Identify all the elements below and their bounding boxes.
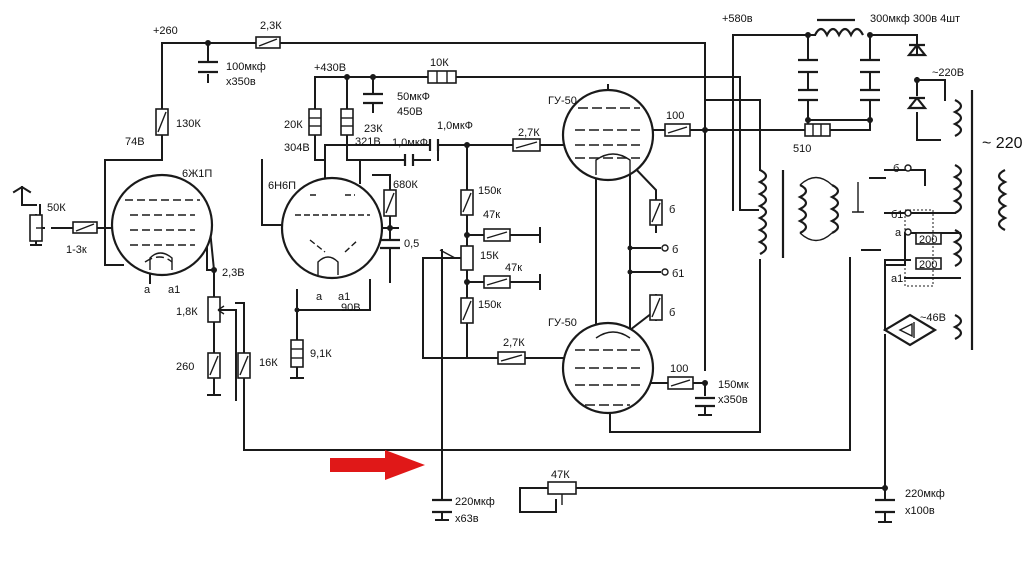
label-r200-a: 200 bbox=[919, 234, 937, 246]
label-r680k: 680К bbox=[393, 179, 418, 191]
label-r16k: 16К bbox=[259, 357, 278, 369]
junction-dots bbox=[205, 32, 920, 491]
label-b1-right: б1 bbox=[891, 209, 903, 221]
label-r27k-top: 2,7К bbox=[518, 127, 540, 139]
label-c300: 300мкф 300в 4шт bbox=[870, 13, 960, 25]
label-a-right: а bbox=[895, 227, 902, 239]
label-r130k: 130К bbox=[176, 118, 201, 130]
label-v304: 304В bbox=[284, 142, 310, 154]
label-a1-right: а1 bbox=[891, 273, 903, 285]
label-r200-b: 200 bbox=[919, 259, 937, 271]
label-r27k-bot: 2,7К bbox=[503, 337, 525, 349]
label-v580: +580в bbox=[722, 13, 753, 25]
label-r47k-a: 47к bbox=[483, 209, 500, 221]
label-c100v: х350в bbox=[226, 76, 256, 88]
label-b-mid: б bbox=[672, 244, 678, 256]
label-a1-1: а1 bbox=[168, 284, 180, 296]
label-r13k: 1-3к bbox=[66, 244, 87, 256]
label-v90: 90В bbox=[341, 302, 361, 314]
label-r18k: 1,8К bbox=[176, 306, 198, 318]
label-b-top: б bbox=[669, 204, 675, 216]
label-v46: ~46В bbox=[920, 312, 946, 324]
capacitors bbox=[198, 58, 895, 514]
label-v430: +430В bbox=[314, 62, 346, 74]
label-gu50-bot: ГУ-50 bbox=[548, 317, 577, 329]
label-b1-mid: б1 bbox=[672, 268, 684, 280]
label-r23k: 23К bbox=[364, 123, 383, 135]
label-r91k: 9,1К bbox=[310, 348, 332, 360]
label-c1a: 1,0мкФ bbox=[392, 137, 428, 149]
label-r47k-b: 47к bbox=[505, 262, 522, 274]
misc-symbols bbox=[217, 209, 934, 413]
label-c220b: 220мкф bbox=[905, 488, 945, 500]
label-gu50-top: ГУ-50 bbox=[548, 95, 577, 107]
label-r150k-b: 150к bbox=[478, 299, 501, 311]
label-r510: 510 bbox=[793, 143, 811, 155]
label-r150k-a: 150к bbox=[478, 185, 501, 197]
component-labels: +260 2,3К 100мкф х350в +430В 10К 50мкФ 4… bbox=[47, 13, 1023, 525]
label-c150v: х350в bbox=[718, 394, 748, 406]
label-b-bot: б bbox=[669, 307, 675, 319]
label-v220ac: ~220В bbox=[932, 67, 964, 79]
label-c220a: 220мкф bbox=[455, 496, 495, 508]
magnetics bbox=[757, 18, 1008, 350]
label-c50v: 450В bbox=[397, 106, 423, 118]
label-c220bv: х100в bbox=[905, 505, 935, 517]
label-tube2: 6Н6П bbox=[268, 180, 296, 192]
label-r260: 260 bbox=[176, 361, 194, 373]
label-r23k-top: 2,3К bbox=[260, 20, 282, 32]
label-pot47k: 47К bbox=[551, 469, 570, 481]
rectifier-diodes bbox=[882, 43, 938, 347]
label-mains: ~ 220 bbox=[982, 135, 1023, 152]
label-c1b: 1,0мкФ bbox=[437, 120, 473, 132]
tube-6zh1p bbox=[110, 173, 214, 277]
resistors bbox=[29, 36, 942, 505]
label-pot50k: 50К bbox=[47, 202, 66, 214]
tube-6n6p bbox=[280, 176, 384, 280]
tube-gu50-upper bbox=[561, 88, 655, 182]
label-c150: 150мк bbox=[718, 379, 749, 391]
label-c05: 0,5 bbox=[404, 238, 419, 250]
label-a-1: а bbox=[144, 284, 151, 296]
label-r20k: 20К bbox=[284, 119, 303, 131]
label-a1-2: а1 bbox=[338, 291, 350, 303]
label-c50: 50мкФ bbox=[397, 91, 430, 103]
label-v23: 2,3В bbox=[222, 267, 245, 279]
label-v260: +260 bbox=[153, 25, 178, 37]
label-c100: 100мкф bbox=[226, 61, 266, 73]
label-r10k: 10К bbox=[430, 57, 449, 69]
terminals bbox=[661, 164, 912, 276]
label-c220av: х63в bbox=[455, 513, 479, 525]
label-v321: 321В bbox=[355, 136, 381, 148]
label-r100-bot: 100 bbox=[670, 363, 688, 375]
label-pot15k: 15К bbox=[480, 250, 499, 262]
label-b-right: б bbox=[893, 163, 899, 175]
red-arrow bbox=[330, 450, 425, 480]
label-v74: 74В bbox=[125, 136, 145, 148]
tube-gu50-lower bbox=[561, 321, 655, 415]
label-tube1: 6Ж1П bbox=[182, 168, 212, 180]
label-r100-top: 100 bbox=[666, 110, 684, 122]
label-a-2: а bbox=[316, 291, 323, 303]
